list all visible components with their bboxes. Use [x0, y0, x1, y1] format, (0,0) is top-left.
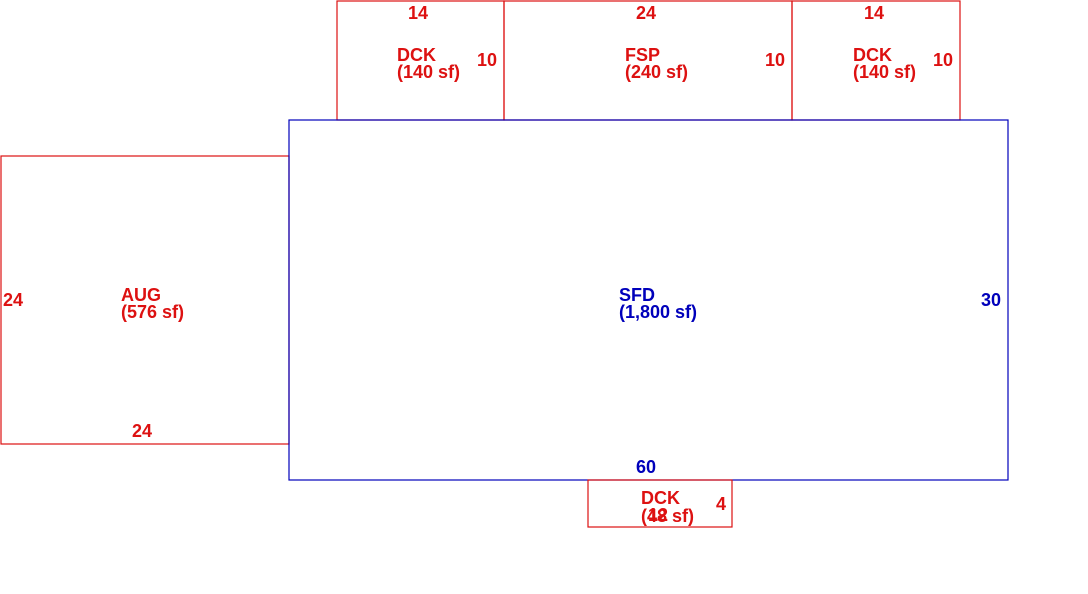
aug-bottom-dimension: 24 [132, 421, 152, 441]
fsp-code: FSP [625, 45, 660, 65]
deck-bottom-side-dimension: 4 [716, 494, 726, 514]
deck-bottom-area-label: (48 sf) [641, 506, 694, 526]
deck-bottom-code: DCK [641, 488, 680, 508]
deck-left-area: 14 DCK (140 sf) 10 [336, 0, 505, 121]
aug-area-label: (576 sf) [121, 302, 184, 322]
aug-code: AUG [121, 285, 161, 305]
deck-left-side-dimension: 10 [477, 50, 497, 70]
deck-right-area-label: (140 sf) [853, 62, 916, 82]
sfd-side-dimension: 30 [981, 290, 1001, 310]
deck-bottom-outline [587, 479, 733, 528]
deck-bottom-overlap-dimension: 12 [648, 505, 668, 525]
fsp-area-label: (240 sf) [625, 62, 688, 82]
deck-right-top-dimension: 14 [864, 3, 884, 23]
deck-left-area-label: (140 sf) [397, 62, 460, 82]
fsp-area: 24 FSP (240 sf) 10 [503, 0, 793, 121]
deck-right-side-dimension: 10 [933, 50, 953, 70]
sfd-area-label: (1,800 sf) [619, 302, 697, 322]
deck-right-area: 14 DCK (140 sf) 10 [791, 0, 961, 121]
aug-area: 24 AUG (576 sf) 24 [0, 155, 290, 445]
deck-bottom-area: DCK 12 (48 sf) 4 [587, 479, 733, 528]
fsp-side-dimension: 10 [765, 50, 785, 70]
deck-right-code: DCK [853, 45, 892, 65]
fsp-top-dimension: 24 [636, 3, 656, 23]
aug-side-dimension: 24 [3, 290, 23, 310]
deck-left-top-dimension: 14 [408, 3, 428, 23]
sfd-bottom-dimension: 60 [636, 457, 656, 477]
deck-left-code: DCK [397, 45, 436, 65]
sfd-code: SFD [619, 285, 655, 305]
sfd-area: SFD (1,800 sf) 30 60 [288, 119, 1009, 481]
